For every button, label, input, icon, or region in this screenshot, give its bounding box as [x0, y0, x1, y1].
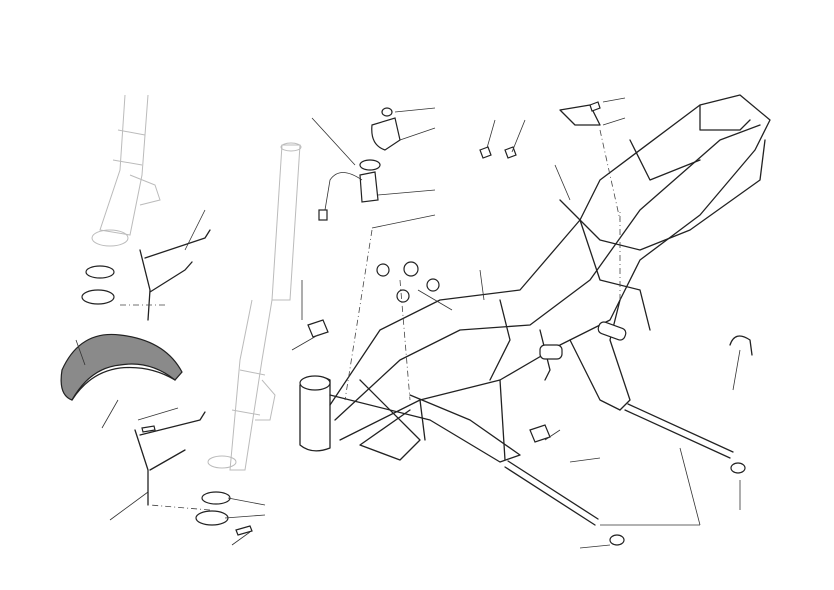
right-fork-long: [207, 142, 302, 471]
left-fork-upper: [91, 94, 161, 247]
pivot-shafts: [504, 335, 753, 546]
front-fender: [60, 333, 183, 401]
leader-lines: [75, 97, 741, 549]
fender-brackets: [81, 229, 253, 536]
motorcycle-frame: [299, 94, 771, 463]
small-parts: [307, 101, 601, 443]
